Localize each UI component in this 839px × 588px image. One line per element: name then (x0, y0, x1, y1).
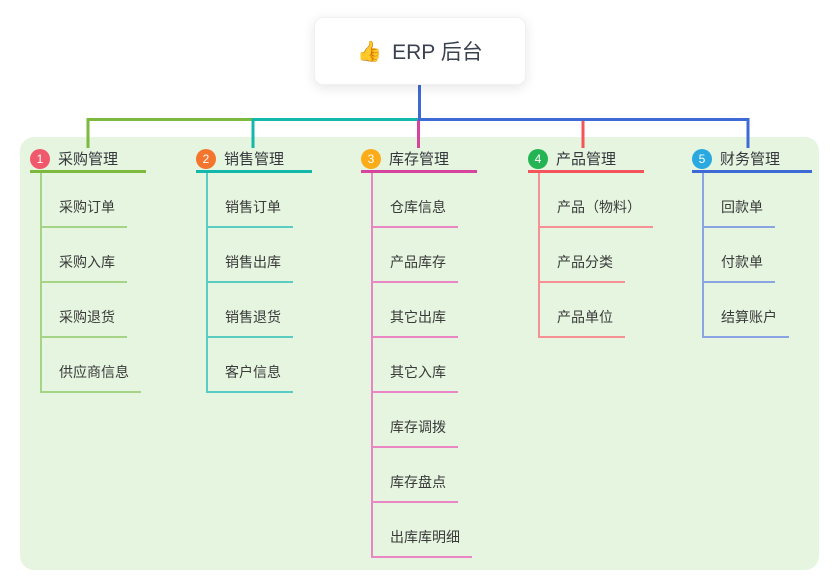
child-node[interactable]: 采购订单 (42, 173, 146, 228)
branch-label: 财务管理 (720, 151, 781, 168)
child-label: 采购入库 (42, 252, 127, 283)
child-node[interactable]: 库存调拨 (373, 393, 477, 448)
child-label: 采购退货 (42, 307, 127, 338)
child-node[interactable]: 其它出库 (373, 283, 477, 338)
branch-number-badge: 3 (361, 148, 381, 169)
child-node[interactable]: 销售订单 (208, 173, 312, 228)
child-label: 付款单 (704, 252, 775, 283)
child-label: 产品库存 (373, 252, 458, 283)
branch-node-4[interactable]: 4 产品管理 (528, 147, 644, 173)
child-label: 销售订单 (208, 197, 293, 228)
child-node[interactable]: 采购退货 (42, 283, 146, 338)
child-label: 销售出库 (208, 252, 293, 283)
branch-number-badge: 2 (196, 148, 216, 169)
child-label: 产品分类 (540, 252, 625, 283)
child-node[interactable]: 采购入库 (42, 228, 146, 283)
branch-number-badge: 1 (30, 148, 50, 169)
branch-column-1: 1 采购管理采购订单采购入库采购退货供应商信息 (30, 147, 146, 393)
child-node[interactable]: 产品（物料） (540, 173, 653, 228)
child-node[interactable]: 产品单位 (540, 283, 644, 338)
child-node[interactable]: 客户信息 (208, 338, 312, 393)
child-node[interactable]: 供应商信息 (42, 338, 146, 393)
child-node[interactable]: 仓库信息 (373, 173, 477, 228)
thumbs-up-icon: 👍 (357, 40, 383, 63)
child-label: 回款单 (704, 197, 775, 228)
branch-node-3[interactable]: 3 库存管理 (361, 147, 477, 173)
root-label: ERP 后台 (392, 41, 483, 64)
branch-children: 回款单付款单结算账户 (702, 173, 812, 338)
child-node[interactable]: 其它入库 (373, 338, 477, 393)
child-label: 其它出库 (373, 307, 458, 338)
child-label: 结算账户 (704, 307, 789, 338)
child-node[interactable]: 产品分类 (540, 228, 644, 283)
branch-label: 销售管理 (224, 151, 285, 168)
child-label: 仓库信息 (373, 197, 458, 228)
branch-children: 采购订单采购入库采购退货供应商信息 (40, 173, 146, 393)
branch-node-2[interactable]: 2 销售管理 (196, 147, 312, 173)
child-label: 销售退货 (208, 307, 293, 338)
child-label: 采购订单 (42, 197, 127, 228)
child-node[interactable]: 库存盘点 (373, 448, 477, 503)
child-node[interactable]: 出库库明细 (373, 503, 477, 558)
branch-column-4: 4 产品管理产品（物料） 产品分类产品单位 (528, 147, 653, 338)
child-label: 产品（物料） (540, 197, 653, 228)
branch-column-2: 2 销售管理销售订单销售出库销售退货客户信息 (196, 147, 312, 393)
branch-children: 销售订单销售出库销售退货客户信息 (206, 173, 312, 393)
branch-column-5: 5 财务管理回款单付款单结算账户 (692, 147, 812, 338)
branch-column-3: 3 库存管理仓库信息产品库存其它出库其它入库库存调拨库存盘点出库库明细 (361, 147, 477, 558)
child-node[interactable]: 回款单 (704, 173, 812, 228)
child-node[interactable]: 结算账户 (704, 283, 812, 338)
branch-children: 仓库信息产品库存其它出库其它入库库存调拨库存盘点出库库明细 (371, 173, 477, 558)
child-label: 其它入库 (373, 362, 458, 393)
branch-node-5[interactable]: 5 财务管理 (692, 147, 812, 173)
branch-label: 产品管理 (556, 151, 617, 168)
child-node[interactable]: 产品库存 (373, 228, 477, 283)
child-node[interactable]: 付款单 (704, 228, 812, 283)
child-label: 产品单位 (540, 307, 625, 338)
child-node[interactable]: 销售出库 (208, 228, 312, 283)
child-node[interactable]: 销售退货 (208, 283, 312, 338)
branches-panel (20, 137, 819, 570)
child-label: 供应商信息 (42, 362, 141, 393)
branch-children: 产品（物料） 产品分类产品单位 (538, 173, 653, 338)
branch-node-1[interactable]: 1 采购管理 (30, 147, 146, 173)
branch-label: 采购管理 (58, 151, 119, 168)
child-label: 客户信息 (208, 362, 293, 393)
child-label: 出库库明细 (373, 527, 472, 558)
branch-number-badge: 5 (692, 148, 712, 169)
child-label: 库存调拨 (373, 417, 458, 448)
branch-number-badge: 4 (528, 148, 548, 169)
branch-label: 库存管理 (389, 151, 450, 168)
root-node[interactable]: 👍 ERP 后台 (314, 17, 526, 85)
child-label: 库存盘点 (373, 472, 458, 503)
